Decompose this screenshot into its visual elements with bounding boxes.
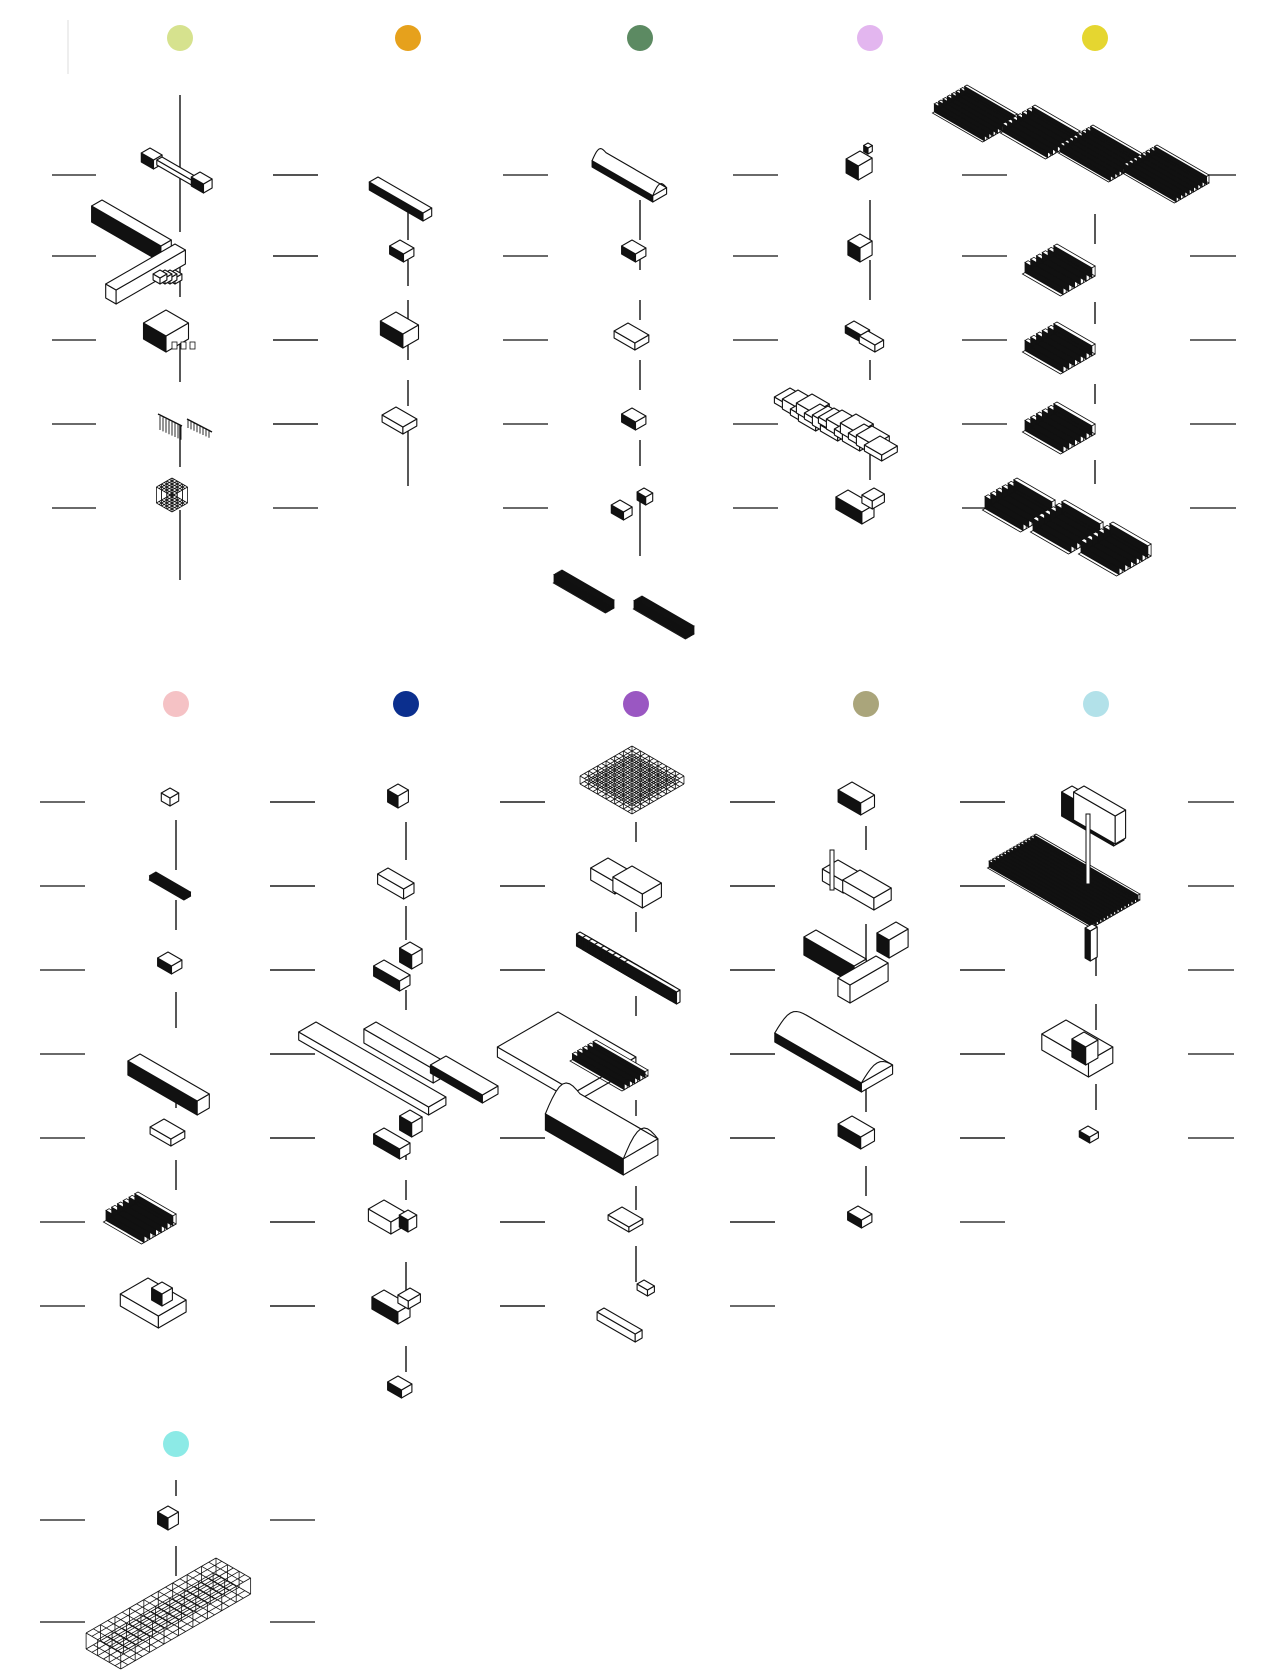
group-g3-models bbox=[553, 149, 694, 639]
building-model-tower-cluster bbox=[846, 143, 872, 180]
building-model-small-box bbox=[390, 240, 414, 262]
group-g10-models bbox=[988, 786, 1140, 1143]
building-model-ribbed-block bbox=[103, 1192, 176, 1244]
building-model-tiny-house bbox=[161, 788, 178, 806]
building-model-long-complex bbox=[299, 1022, 498, 1115]
building-model-chimney-sheds bbox=[822, 850, 891, 910]
building-model-ribbed-block bbox=[1022, 244, 1095, 296]
building-model-l-block bbox=[836, 488, 885, 524]
building-model-twin-block bbox=[1062, 786, 1126, 846]
building-model-bar bbox=[378, 868, 414, 899]
group-g2-models bbox=[369, 177, 431, 434]
building-model-cube bbox=[388, 784, 409, 808]
building-model-space-frame bbox=[580, 746, 684, 814]
building-model-slat-bar bbox=[149, 872, 191, 900]
group-g6-models bbox=[103, 788, 209, 1328]
building-model-truss-frames bbox=[158, 414, 212, 440]
building-model-ridge-hall bbox=[545, 1083, 658, 1175]
group-g1-models bbox=[92, 148, 213, 512]
group-g10-color-dot bbox=[1083, 691, 1109, 717]
building-model-wave-roof bbox=[775, 1012, 893, 1093]
group-g4-color-dot bbox=[857, 25, 883, 51]
group-g8-models bbox=[497, 746, 684, 1342]
building-model-long-bar bbox=[128, 1054, 209, 1115]
building-model-ribbed-block bbox=[1022, 322, 1095, 374]
group-g6-frame bbox=[40, 691, 315, 1306]
building-model-grid-frame bbox=[86, 1558, 251, 1669]
building-model-ribbed-block bbox=[1022, 402, 1095, 454]
building-model-split-boxes bbox=[611, 488, 652, 520]
building-model-ribbed-triple bbox=[982, 478, 1151, 576]
building-model-dense-block bbox=[838, 1116, 874, 1149]
group-g4-models bbox=[774, 143, 897, 524]
building-model-sloped-hall bbox=[1042, 1020, 1113, 1077]
building-model-gable-pair bbox=[591, 858, 662, 908]
building-model-long-slab bbox=[369, 177, 431, 221]
group-g9-color-dot bbox=[853, 691, 879, 717]
group-g5-color-dot bbox=[1082, 25, 1108, 51]
building-model-vault-slab bbox=[592, 149, 667, 202]
building-model-small-box bbox=[388, 1376, 412, 1398]
building-model-small-box bbox=[622, 408, 646, 430]
group-g8-color-dot bbox=[623, 691, 649, 717]
building-model-ribbed-strip bbox=[932, 85, 1209, 203]
building-model-flat-box bbox=[382, 407, 417, 434]
building-model-step-bar bbox=[374, 1110, 423, 1159]
group-g7-color-dot bbox=[393, 691, 419, 717]
building-model-lattice-box bbox=[156, 478, 187, 512]
group-g5-frame bbox=[962, 25, 1236, 508]
group-g1-color-dot bbox=[167, 25, 193, 51]
building-model-notched-box bbox=[368, 1200, 416, 1234]
building-model-stick-box bbox=[597, 1280, 654, 1342]
group-g9-models bbox=[775, 782, 908, 1228]
building-model-tiny-block bbox=[1079, 1126, 1098, 1143]
building-model-small-box bbox=[848, 1206, 872, 1228]
building-model-frame-bays bbox=[577, 932, 681, 1004]
building-model-dense-block bbox=[838, 782, 874, 815]
building-model-perforated-cube bbox=[144, 310, 196, 352]
building-model-corridor-block bbox=[141, 148, 212, 193]
building-model-small-box bbox=[158, 952, 182, 974]
building-model-step-bar bbox=[374, 942, 423, 991]
group-g2-color-dot bbox=[395, 25, 421, 51]
building-model-offset-pair bbox=[845, 321, 883, 352]
group-g7-models bbox=[299, 784, 498, 1398]
group-g11-models bbox=[86, 1506, 251, 1669]
group-g1-frame bbox=[52, 25, 318, 580]
building-model-flat-box bbox=[614, 323, 649, 350]
building-model-sawtooth-rows bbox=[553, 570, 694, 639]
group-g6-color-dot bbox=[163, 691, 189, 717]
building-model-cube bbox=[158, 1506, 179, 1530]
building-model-u-block bbox=[804, 922, 908, 1003]
group-g3-frame bbox=[503, 25, 653, 556]
building-model-tray bbox=[608, 1207, 643, 1232]
group-g11-color-dot bbox=[163, 1431, 189, 1457]
building-model-winged-complex bbox=[92, 200, 186, 304]
building-model-tower bbox=[1085, 924, 1097, 961]
group-g5-models bbox=[932, 85, 1209, 576]
building-model-small-box bbox=[622, 240, 646, 262]
building-model-wedge-block bbox=[380, 312, 418, 348]
building-model-courtyard-block bbox=[120, 1278, 186, 1328]
group-g3-color-dot bbox=[627, 25, 653, 51]
building-model-l-block bbox=[372, 1288, 421, 1324]
building-model-flat-box bbox=[150, 1119, 185, 1146]
building-model-roof-field bbox=[774, 388, 897, 461]
building-model-gable-house bbox=[848, 234, 872, 262]
